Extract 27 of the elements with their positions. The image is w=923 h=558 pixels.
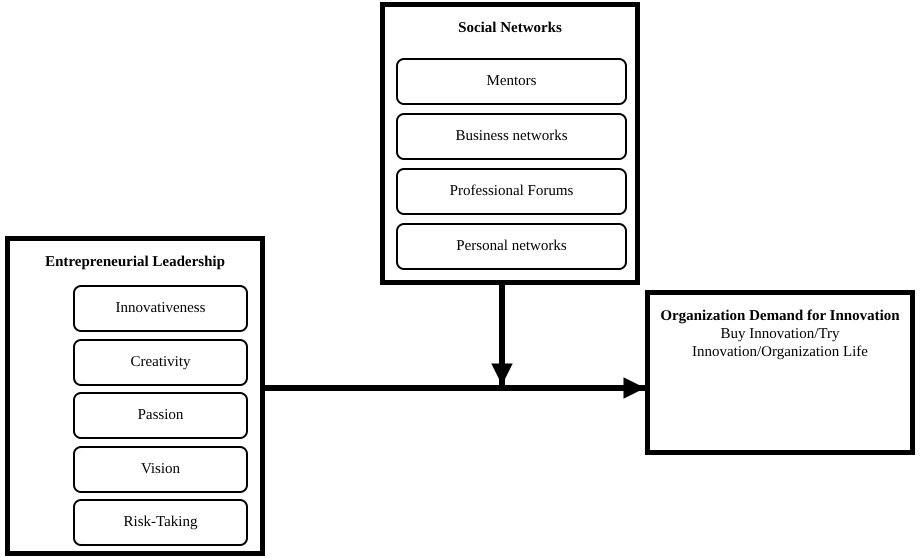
item-label: Passion (138, 406, 184, 426)
item-label: Personal networks (456, 237, 567, 256)
box-heading: Social Networks (458, 19, 562, 37)
item-label: Vision (140, 460, 180, 480)
item-label: Innovativeness (116, 299, 206, 318)
item-label: Business networks (455, 127, 568, 146)
item-box (73, 499, 248, 546)
box-heading: Organization Demand for Innovation (660, 307, 900, 325)
group-box (645, 290, 915, 455)
item-label: Professional Forums (450, 182, 574, 202)
item-box (396, 223, 627, 270)
item-label: Creativity (130, 353, 190, 372)
item-label: Risk-Taking (124, 513, 198, 532)
item-box (396, 58, 627, 105)
item-box (73, 285, 248, 332)
arrow (491, 285, 513, 385)
item-box (73, 339, 248, 386)
group-box (5, 236, 265, 556)
arrow (265, 377, 645, 399)
item-box (396, 168, 627, 215)
item-box (396, 113, 627, 160)
item-box (73, 392, 248, 439)
box-heading: Entrepreneurial Leadership (45, 253, 225, 271)
group-box (380, 2, 640, 285)
item-label: Mentors (486, 72, 536, 92)
item-box (73, 446, 248, 493)
box-description: Buy Innovation/Try Innovation/Organization Life (691, 325, 869, 361)
